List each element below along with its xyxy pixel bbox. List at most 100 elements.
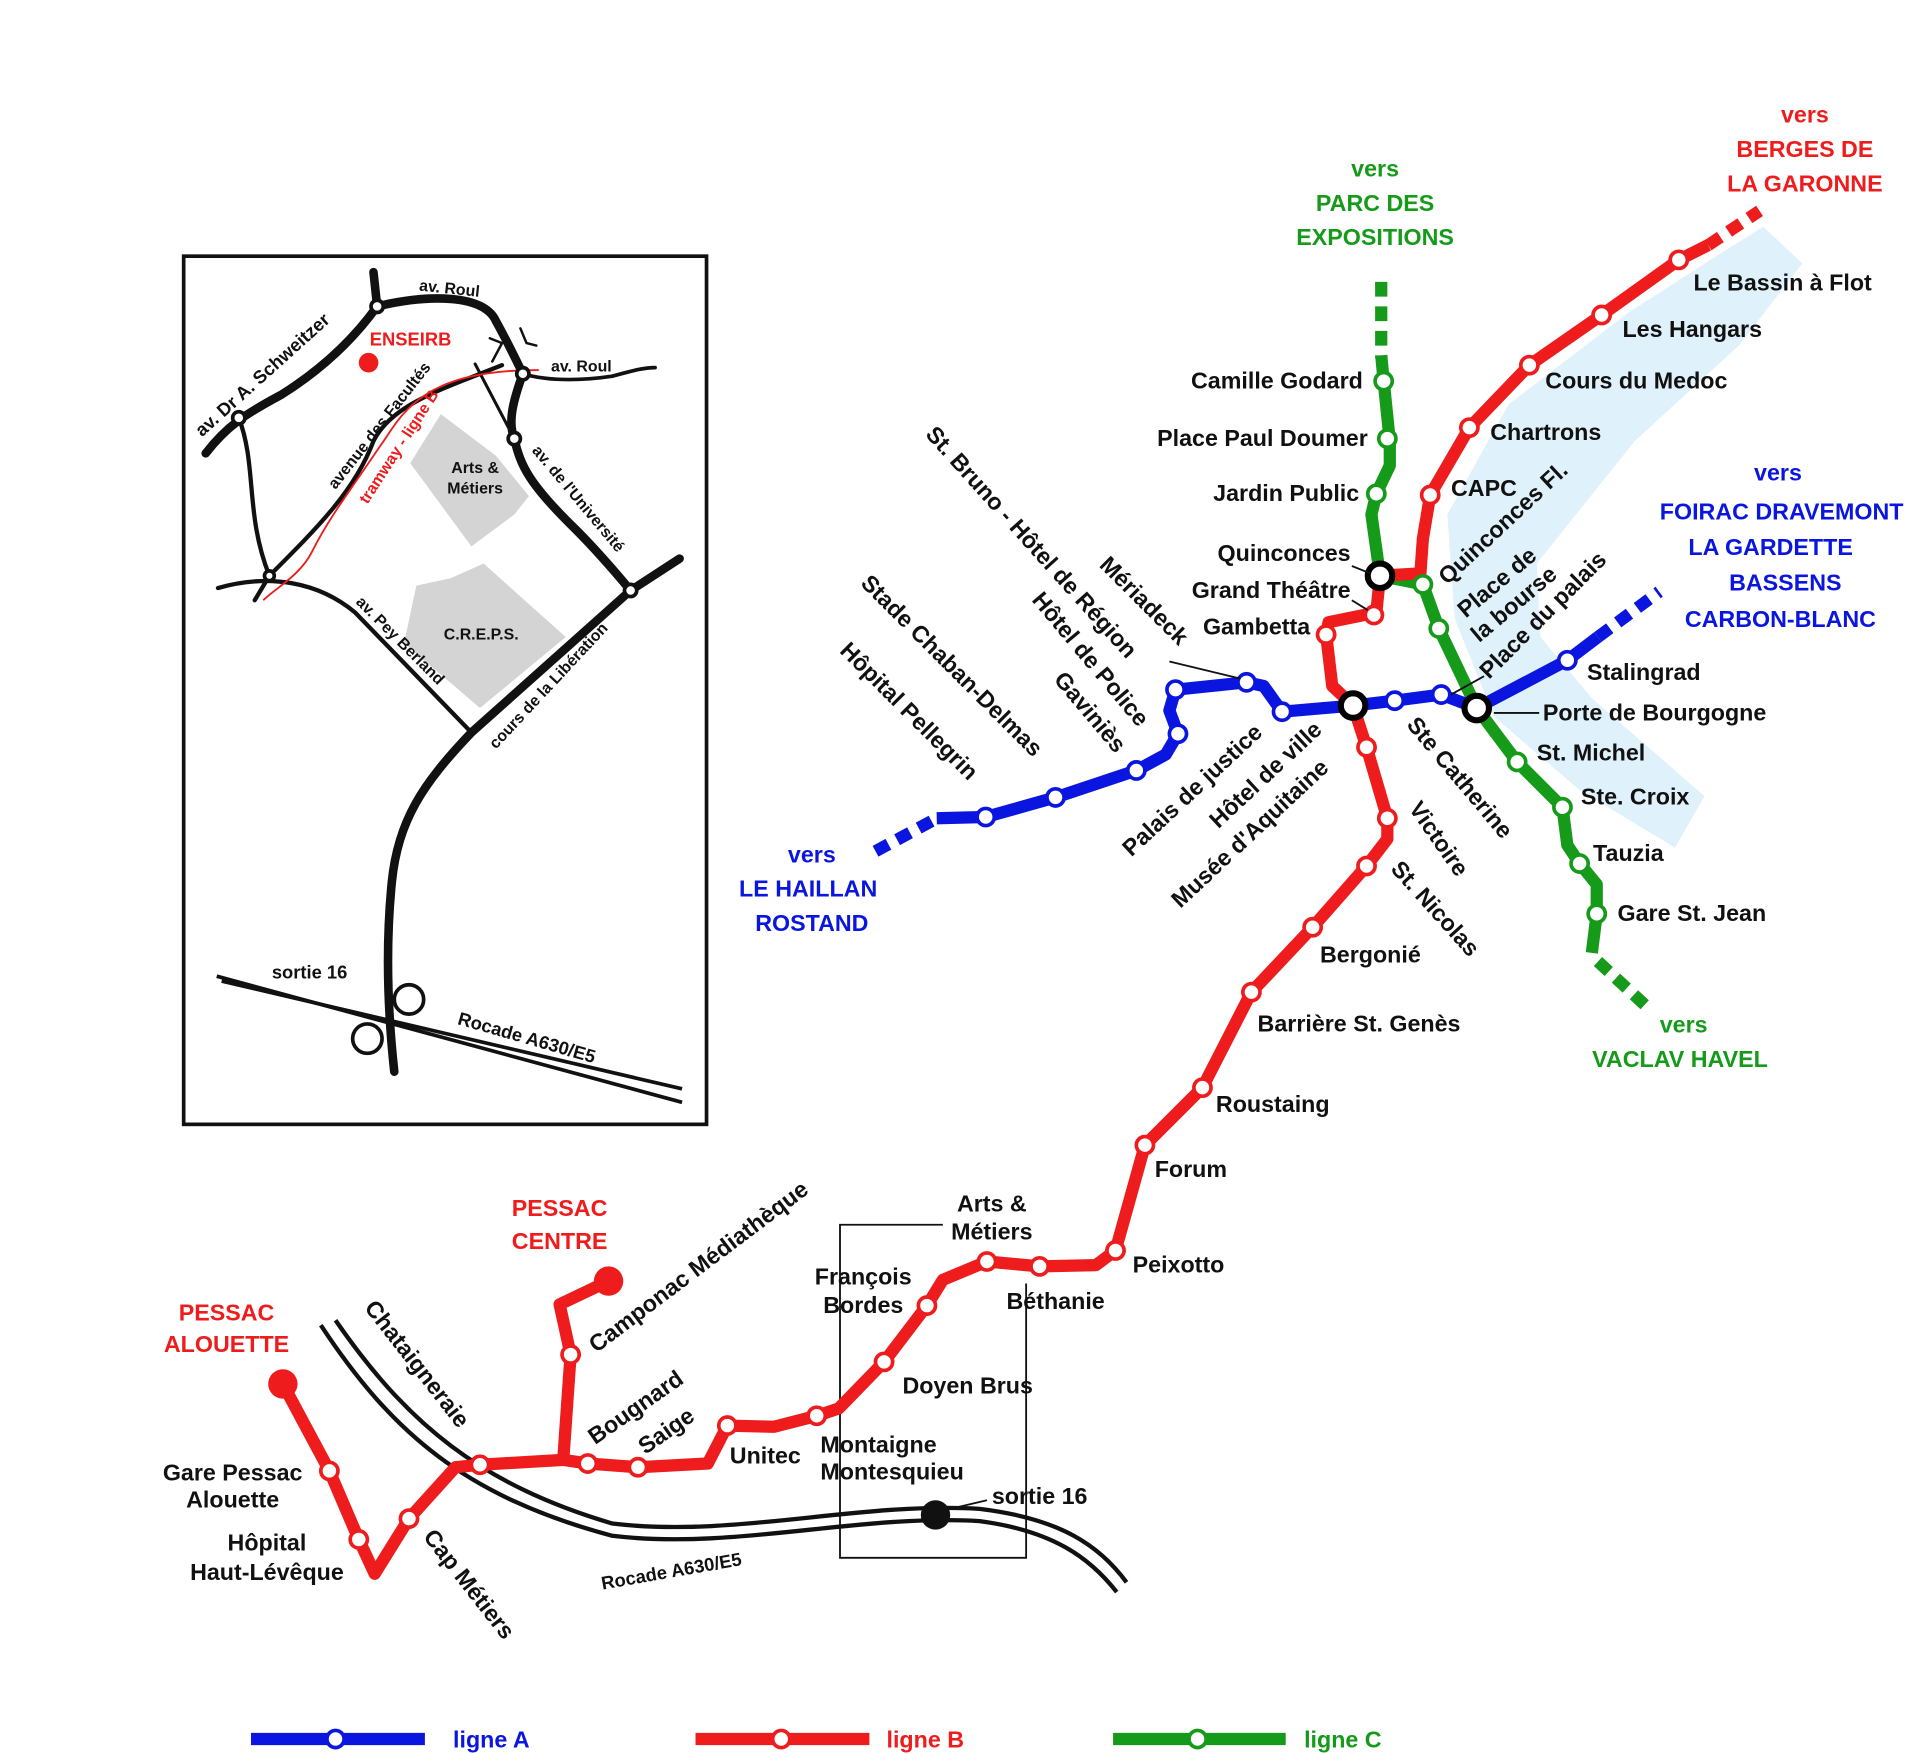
station-a[interactable] <box>1165 679 1186 701</box>
station-c[interactable] <box>1428 618 1450 639</box>
hub-quinconces[interactable] <box>1364 560 1396 592</box>
station-b[interactable] <box>627 1456 649 1478</box>
station-b[interactable] <box>1241 981 1262 1003</box>
station-b[interactable] <box>398 1508 420 1530</box>
label-doyen-brus: Doyen Brus <box>902 1373 1033 1399</box>
sortie16-marker <box>920 1500 951 1530</box>
label-sortie16: sortie 16 <box>992 1483 1088 1509</box>
terminus-pessac-centre[interactable] <box>593 1266 624 1296</box>
station-a[interactable] <box>1430 684 1452 705</box>
station-b[interactable] <box>560 1344 582 1365</box>
inset-arts-2: Métiers <box>447 481 503 498</box>
legend: ligne A ligne B ligne C <box>251 1727 1382 1753</box>
label-capc: CAPC <box>1451 475 1517 501</box>
hub-hotel-de-ville[interactable] <box>1337 690 1369 721</box>
inset-map: ENSEIRB av. Roul av. Roul av. Dr A. Schw… <box>181 254 709 1127</box>
station-a[interactable] <box>1045 787 1066 808</box>
station-a[interactable] <box>1556 649 1578 671</box>
station-c[interactable] <box>1376 428 1398 450</box>
station-b[interactable] <box>1029 1255 1050 1277</box>
legend-ligne-a: ligne A <box>453 1727 530 1753</box>
terminus-pessac-alouette[interactable] <box>268 1369 298 1399</box>
station-b[interactable] <box>1356 855 1377 877</box>
inset-arts-1: Arts & <box>451 460 499 477</box>
dest-b-north-2: LA GARONNE <box>1727 170 1882 196</box>
dest-a-east-4: CARBON-BLANC <box>1685 606 1876 632</box>
zoom-frame <box>839 1223 1028 1559</box>
dest-a-east-2: LA GARDETTE <box>1688 534 1852 560</box>
dest-c-south-1: VACLAV HAVEL <box>1592 1046 1768 1072</box>
station-c[interactable] <box>1365 483 1387 505</box>
station-b[interactable] <box>1105 1240 1126 1261</box>
station-b[interactable] <box>1315 624 1337 645</box>
station-b[interactable] <box>1363 604 1385 626</box>
station-c[interactable] <box>1569 853 1590 874</box>
hub-porte-de-bourgogne[interactable] <box>1461 692 1493 724</box>
label-tauzia: Tauzia <box>1593 840 1665 866</box>
stations-b <box>318 249 1690 1550</box>
station-c[interactable] <box>1586 903 1608 925</box>
station-b[interactable] <box>1134 1134 1156 1156</box>
label-forum: Forum <box>1155 1156 1227 1182</box>
label-stalingrad: Stalingrad <box>1587 659 1701 685</box>
label-cap-metiers: Cap Métiers <box>419 1524 521 1644</box>
label-chataigneraie: Chataigneraie <box>360 1295 475 1432</box>
station-c[interactable] <box>1373 370 1395 392</box>
legend-b-station-icon <box>770 1728 792 1750</box>
dest-a-west-2: ROSTAND <box>755 910 868 936</box>
label-francois-bordes-1: François <box>815 1264 912 1290</box>
label-st-michel: St. Michel <box>1537 740 1646 766</box>
dest-a-west-1: LE HAILLAN <box>739 876 877 902</box>
dest-c-north-2: EXPOSITIONS <box>1296 224 1454 250</box>
line-b <box>277 239 1711 1580</box>
label-bassin-a-flot: Le Bassin à Flot <box>1693 269 1872 295</box>
station-b[interactable] <box>577 1453 599 1474</box>
dest-c-north-1: PARC DES <box>1316 190 1434 216</box>
station-b[interactable] <box>469 1454 491 1476</box>
station-b[interactable] <box>1458 417 1480 439</box>
station-b[interactable] <box>873 1351 895 1373</box>
inset-sortie16: sortie 16 <box>272 962 348 983</box>
label-cours-medoc: Cours du Medoc <box>1545 367 1727 393</box>
station-b[interactable] <box>348 1529 370 1550</box>
legend-ligne-b: ligne B <box>887 1727 965 1753</box>
station-b[interactable] <box>1302 916 1324 938</box>
line-c-dash-south <box>1593 956 1652 1012</box>
station-a[interactable] <box>1384 690 1406 712</box>
station-b[interactable] <box>1518 354 1540 376</box>
station-b[interactable] <box>806 1405 828 1427</box>
station-b[interactable] <box>976 1251 998 1272</box>
station-b[interactable] <box>1591 304 1613 326</box>
station-a[interactable] <box>1236 671 1257 693</box>
station-b[interactable] <box>716 1415 738 1436</box>
station-b[interactable] <box>1356 736 1377 758</box>
label-gare-pessac-2: Alouette <box>186 1487 279 1513</box>
label-rocade: Rocade A630/E5 <box>599 1548 743 1593</box>
dest-pessac-alouette-0: PESSAC <box>179 1299 275 1325</box>
label-bergonie: Bergonié <box>1320 942 1421 968</box>
station-c[interactable] <box>1552 796 1573 818</box>
station-b[interactable] <box>1668 249 1690 271</box>
station-c[interactable] <box>1506 751 1528 773</box>
label-peixotto: Peixotto <box>1133 1252 1225 1278</box>
station-a[interactable] <box>1271 701 1293 723</box>
station-a[interactable] <box>975 806 997 828</box>
label-roustaing: Roustaing <box>1216 1091 1330 1117</box>
label-arts-metiers-1: Arts & <box>957 1190 1027 1216</box>
label-hopital-hl-1: Hôpital <box>228 1529 307 1555</box>
label-quinconces: Quinconces <box>1218 540 1351 566</box>
station-b[interactable] <box>1419 484 1441 506</box>
label-st-bruno: St. Bruno - Hôtel de Région <box>921 421 1143 663</box>
station-b[interactable] <box>318 1460 340 1482</box>
station-a[interactable] <box>1167 723 1189 745</box>
dest-c-north-0: vers <box>1351 156 1399 182</box>
station-a[interactable] <box>1125 760 1147 781</box>
station-b[interactable] <box>916 1295 938 1316</box>
inset-tram-line-b <box>262 369 539 601</box>
station-b[interactable] <box>1376 807 1398 829</box>
station-c[interactable] <box>1412 573 1434 595</box>
dest-b-north-1: BERGES DE <box>1736 136 1873 162</box>
label-jardin-public: Jardin Public <box>1213 480 1359 506</box>
line-b-branch-centre <box>553 1275 612 1461</box>
station-b[interactable] <box>1192 1077 1213 1099</box>
